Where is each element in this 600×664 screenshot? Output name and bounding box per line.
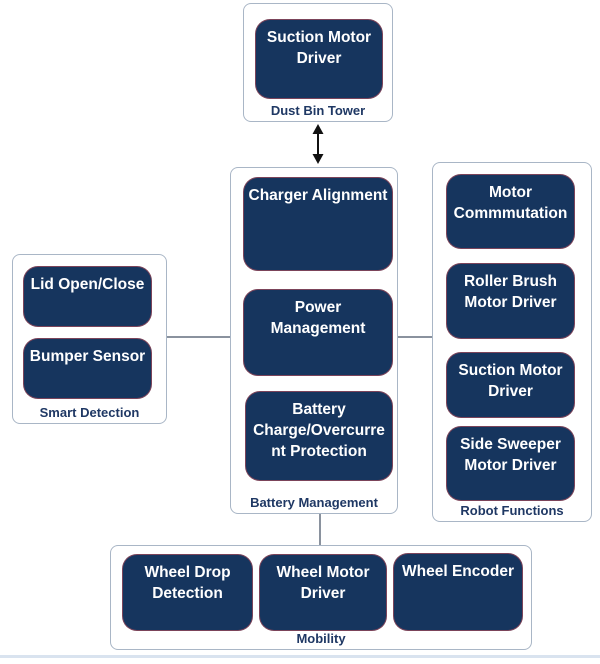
block-motor-commutation: Motor Commmutation [446, 174, 575, 249]
group-label-dust-bin-tower: Dust Bin Tower [270, 103, 366, 118]
connector-battery-to-mobility [319, 514, 321, 545]
block-power-management: Power Management [243, 289, 393, 376]
block-wheel-motor-driver: Wheel Motor Driver [259, 554, 387, 631]
block-suction-motor-driver-right: Suction Motor Driver [446, 352, 575, 418]
group-label-robot-functions: Robot Functions [460, 503, 564, 518]
group-robot-functions: Motor Commmutation Roller Brush Motor Dr… [432, 162, 592, 522]
group-battery-management: Charger Alignment Power Management Batte… [230, 167, 398, 514]
group-smart-detection: Lid Open/Close Bumper Sensor Smart Detec… [12, 254, 167, 424]
group-label-smart-detection: Smart Detection [39, 405, 140, 420]
block-charger-alignment: Charger Alignment [243, 177, 393, 271]
block-side-sweeper-motor-driver: Side Sweeper Motor Driver [446, 426, 575, 501]
block-battery-charge-overcurrent-protection: Battery Charge/Overcurre nt Protection [245, 391, 393, 481]
group-mobility: Wheel Drop Detection Wheel Motor Driver … [110, 545, 532, 650]
bidirectional-arrow-icon [311, 124, 325, 164]
block-lid-open-close: Lid Open/Close [23, 266, 152, 327]
bottom-divider-strip [0, 655, 600, 658]
block-bumper-sensor: Bumper Sensor [23, 338, 152, 399]
group-dust-bin-tower: Suction Motor Driver Dust Bin Tower [243, 3, 393, 122]
group-label-battery-management: Battery Management [250, 495, 378, 510]
group-label-mobility: Mobility [296, 631, 346, 646]
connector-smart-to-battery [167, 336, 230, 338]
connector-battery-to-robot [398, 336, 432, 338]
block-roller-brush-motor-driver: Roller Brush Motor Driver [446, 263, 575, 339]
block-wheel-encoder: Wheel Encoder [393, 553, 523, 631]
block-suction-motor-driver: Suction Motor Driver [255, 19, 383, 99]
block-wheel-drop-detection: Wheel Drop Detection [122, 554, 253, 631]
